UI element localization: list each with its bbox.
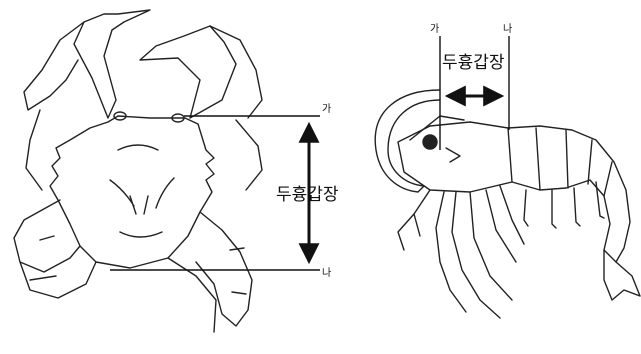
- crab-carapace: [50, 116, 214, 268]
- shrimp-measure-label: 두흉갑장: [442, 53, 505, 73]
- crab-left-claw: [74, 10, 150, 118]
- shrimp-label-left: 가: [430, 23, 439, 35]
- crab-label-top: 가: [322, 103, 331, 115]
- shrimp-illustration: [375, 90, 640, 318]
- shrimp-label-right: 나: [503, 23, 512, 35]
- crab-label-bottom: 나: [322, 267, 331, 279]
- crab-illustration: [14, 10, 262, 332]
- shrimp-eye: [423, 135, 437, 149]
- crab-right-claw: [140, 26, 236, 118]
- crab-measure-label: 두흉갑장: [276, 185, 339, 205]
- shrimp-carapace: [398, 122, 512, 192]
